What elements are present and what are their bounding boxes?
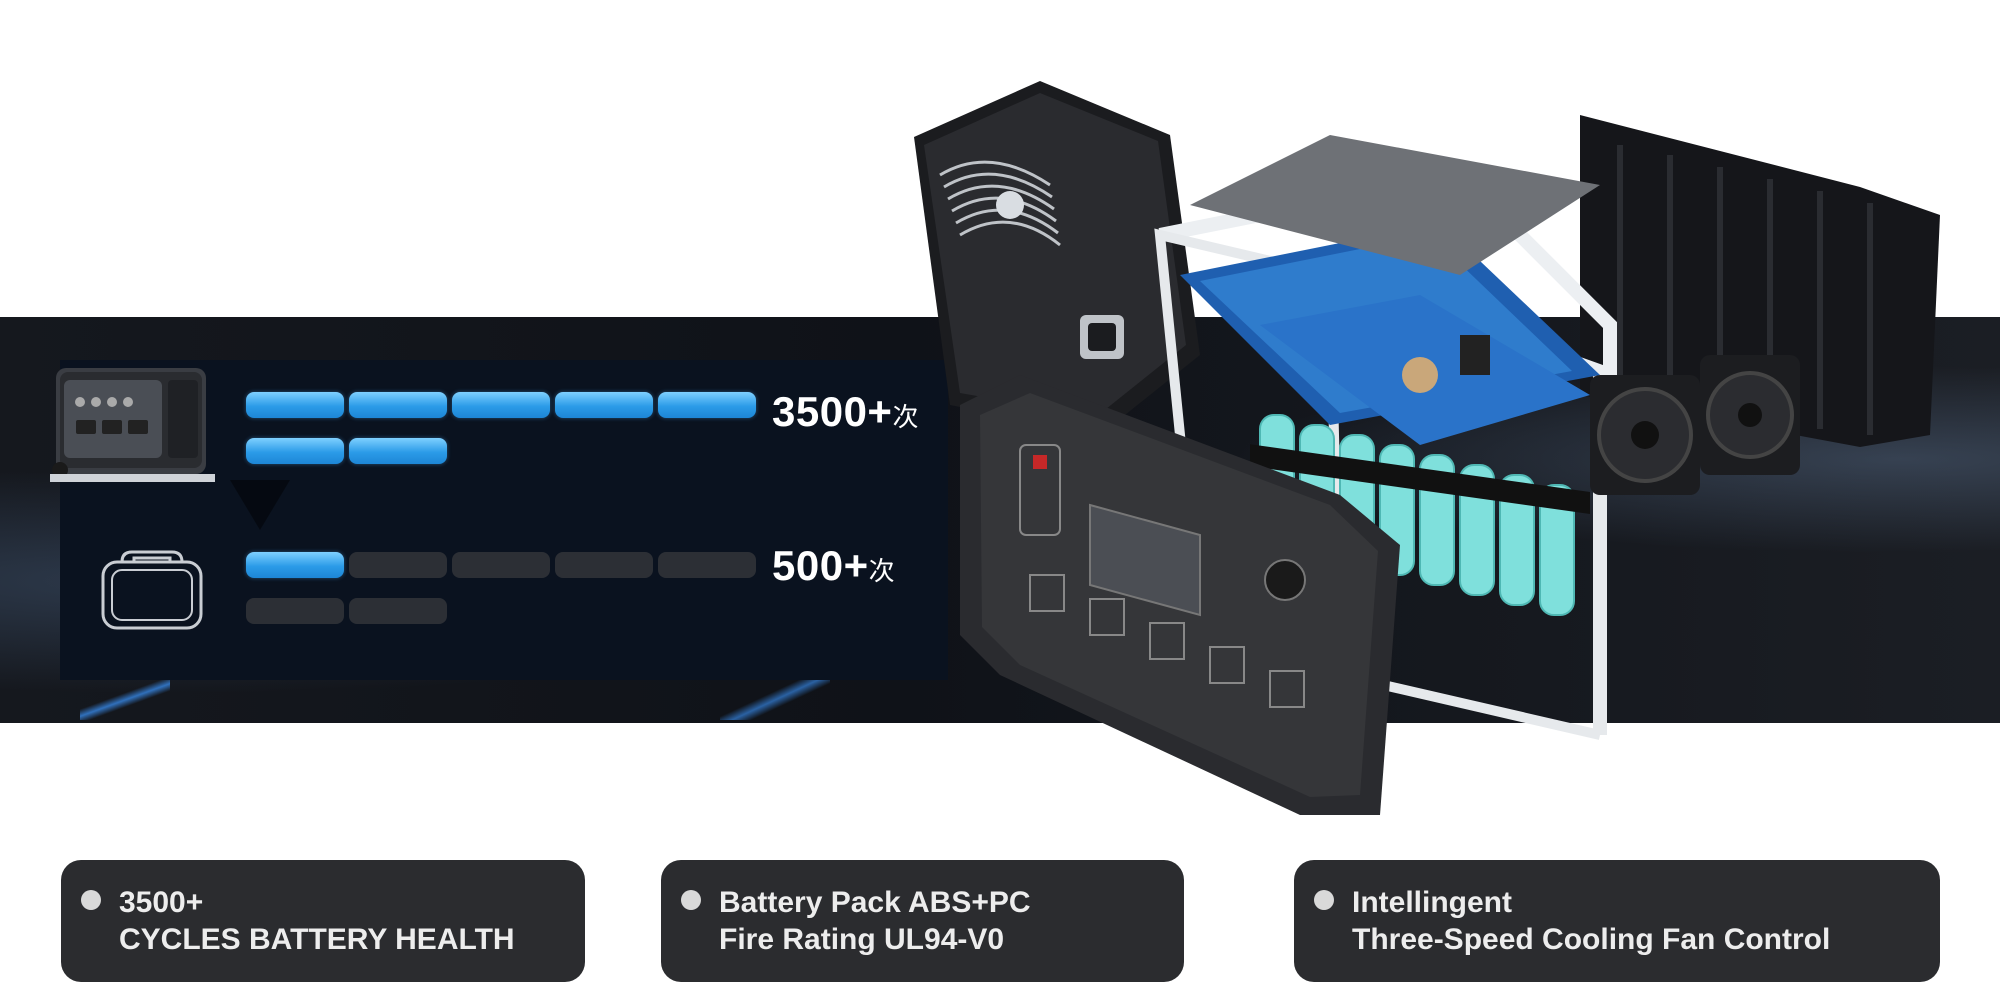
cycle-bar-segment [349, 438, 447, 464]
feature-pill-battery-health: 3500+ CYCLES BATTERY HEALTH [61, 860, 585, 982]
feature-pill-cooling-fan: Intellingent Three-Speed Cooling Fan Con… [1294, 860, 1940, 982]
cycle-bar-segment [246, 392, 344, 418]
bullet-dot-icon [1314, 890, 1334, 910]
feature-subtitle: Three-Speed Cooling Fan Control [1352, 923, 1831, 956]
exploded-power-station-illustration [914, 81, 1940, 815]
cycle-bar-segment [658, 392, 756, 418]
feature-title: 3500+ [119, 886, 204, 919]
cycle-bar-segment [658, 552, 756, 578]
feature-title: Battery Pack ABS+PC [719, 886, 1031, 919]
cycle-bar-segment [452, 392, 550, 418]
cycle-unit: 次 [868, 556, 896, 586]
light-streak [80, 680, 170, 720]
feature-title: Intellingent [1352, 886, 1512, 919]
cycle-bar-segment [555, 552, 653, 578]
light-streak [720, 680, 830, 720]
generic-power-station-outline-icon [101, 550, 203, 630]
feature-subtitle: CYCLES BATTERY HEALTH [119, 923, 515, 956]
power-station-photo [50, 368, 215, 482]
panel-shadow [230, 480, 290, 530]
product-cycle-count: 3500+次 [772, 388, 919, 435]
cycle-bar-segment [246, 598, 344, 624]
bullet-dot-icon [81, 890, 101, 910]
cycle-bar-segment [555, 392, 653, 418]
cycle-bar-segment [246, 552, 344, 578]
generic-cycle-count: 500+次 [772, 542, 896, 589]
cycle-bar-segment [349, 552, 447, 578]
cycle-unit: 次 [892, 402, 919, 432]
cycle-bar-segment [246, 438, 344, 464]
bullet-dot-icon [681, 890, 701, 910]
cycle-bar-segment [349, 598, 447, 624]
cycle-bar-segment [452, 552, 550, 578]
feature-subtitle: Fire Rating UL94-V0 [719, 923, 1005, 956]
feature-pill-fire-rating: Battery Pack ABS+PC Fire Rating UL94-V0 [661, 860, 1184, 982]
cycle-bar-segment [349, 392, 447, 418]
